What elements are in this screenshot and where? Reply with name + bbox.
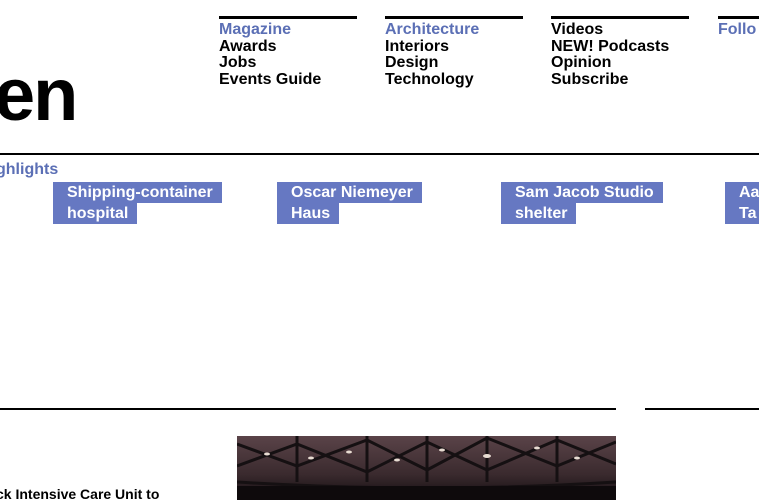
highlight-item-sam-jacob-studio-shelter[interactable]: Sam Jacob Studio shelter [501,182,689,224]
highlight-item-partial[interactable]: Aa Ta [725,182,759,224]
ceiling-photo [237,436,616,500]
nav-link-architecture[interactable]: Architecture [385,21,480,38]
nav-link-follow[interactable]: Follo [718,21,757,38]
highlight-title-line: shelter [501,203,577,224]
nav-link-subscribe[interactable]: Subscribe [551,70,629,88]
highlight-item-shipping-container-hospital[interactable]: Shipping-container hospital [53,182,241,224]
nav-link-jobs[interactable]: Jobs [219,54,257,71]
highlights-heading: ghlights [0,161,59,178]
nav-column-4: Follo [718,16,759,39]
site-logo[interactable]: en [0,53,78,136]
highlight-title-line: Shipping-container [53,182,222,203]
highlight-title-line: Haus [277,203,340,224]
section-divider [645,408,759,410]
highlight-item-oscar-niemeyer-haus[interactable]: Oscar Niemeyer Haus [277,182,465,224]
highlight-title-line: Aa [725,182,759,203]
nav-column-3: Videos NEW! Podcasts Opinion Subscribe [551,16,689,88]
nav-link-podcasts[interactable]: NEW! Podcasts [551,37,670,55]
nav-link-opinion[interactable]: Opinion [551,54,612,71]
highlight-title-line: Oscar Niemeyer [277,182,422,203]
story-headline[interactable]: ck Intensive Care Unit to [0,486,160,500]
highlight-title-line: Sam Jacob Studio [501,182,663,203]
nav-column-1: Magazine Awards Jobs Events Guide [219,16,357,88]
highlight-title-line: hospital [53,203,138,224]
section-divider [0,153,759,155]
nav-link-interiors[interactable]: Interiors [385,37,450,55]
nav-link-awards[interactable]: Awards [219,37,277,55]
nav-link-technology[interactable]: Technology [385,70,474,88]
nav-link-design[interactable]: Design [385,54,439,71]
nav-link-magazine[interactable]: Magazine [219,21,292,38]
highlight-title-line: Ta [725,203,759,224]
story-image[interactable] [237,436,616,500]
section-divider [0,408,616,410]
nav-link-videos[interactable]: Videos [551,21,604,38]
nav-column-2: Architecture Interiors Design Technology [385,16,523,88]
nav-link-events-guide[interactable]: Events Guide [219,70,322,88]
